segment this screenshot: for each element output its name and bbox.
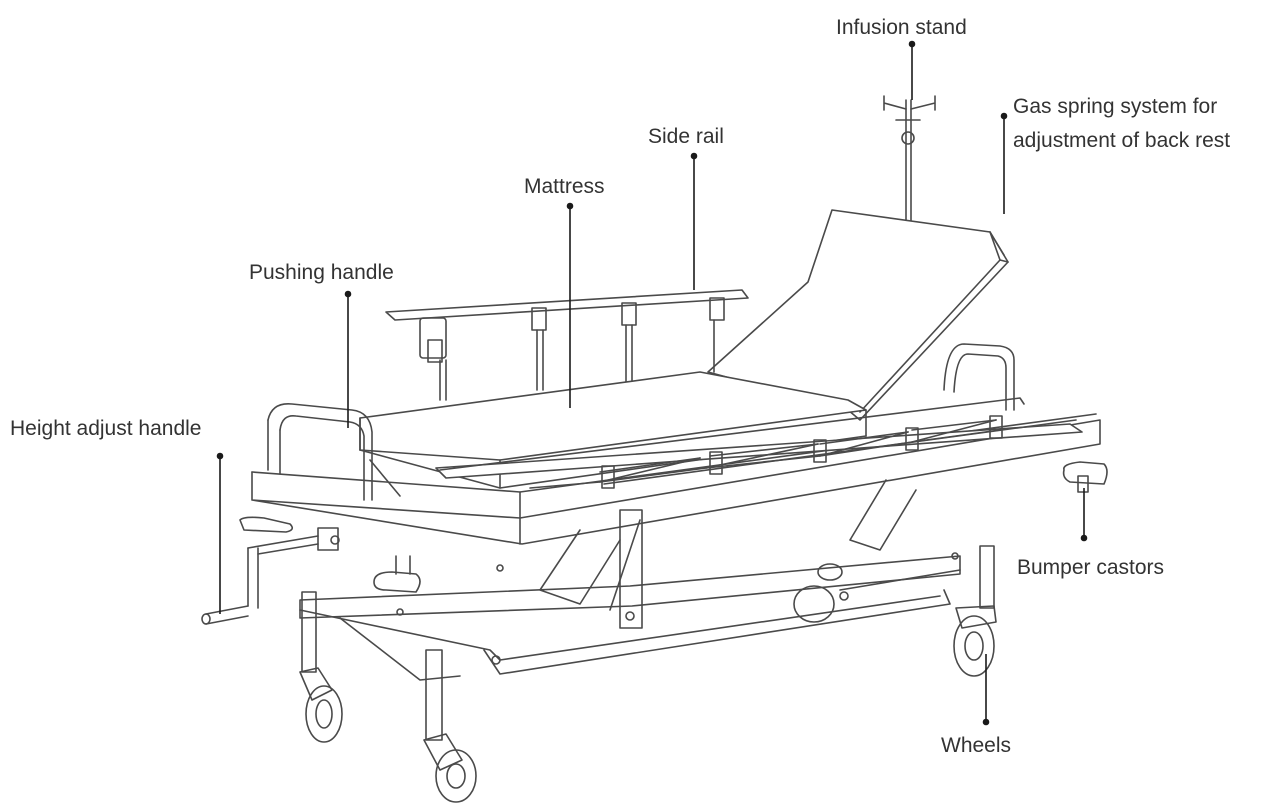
label-wheels: Wheels	[941, 734, 1012, 757]
leader-dot-height-adjust	[216, 452, 224, 460]
leader-lines	[216, 40, 1088, 726]
label-side-rail: Side rail	[648, 125, 724, 148]
mattress-drawing	[359, 371, 867, 497]
leader-dot-wheels	[982, 718, 990, 726]
pushing-handle-drawing	[267, 403, 373, 501]
lower-frame-drawing	[299, 479, 961, 681]
top-brace-drawing	[529, 415, 1003, 489]
leader-dot-gas-spring	[1000, 112, 1008, 120]
leader-dot-mattress	[566, 202, 574, 210]
label-infusion-stand: Infusion stand	[836, 16, 967, 39]
height-adjust-handle-drawing	[201, 516, 340, 625]
back-rest-drawing	[707, 209, 1009, 421]
side-rail-far-drawing	[385, 289, 749, 401]
leader-dot-side-rail	[690, 152, 698, 160]
leader-dot-bumper-castors	[1080, 534, 1088, 542]
label-mattress: Mattress	[524, 175, 605, 198]
bumper-castors-drawing	[373, 461, 1108, 593]
label-height-adjust-handle: Height adjust handle	[10, 417, 202, 440]
label-gas-spring-line1: Gas spring system for	[1013, 95, 1218, 118]
wheels-drawing	[299, 545, 997, 803]
label-bumper-castors: Bumper castors	[1017, 556, 1165, 579]
leader-dot-infusion-stand	[908, 40, 916, 48]
leader-dot-pushing-handle	[344, 290, 352, 298]
label-gas-spring-line2: adjustment of back rest	[1013, 129, 1231, 152]
rear-handle-drawing	[943, 343, 1015, 411]
label-pushing-handle: Pushing handle	[249, 261, 394, 284]
